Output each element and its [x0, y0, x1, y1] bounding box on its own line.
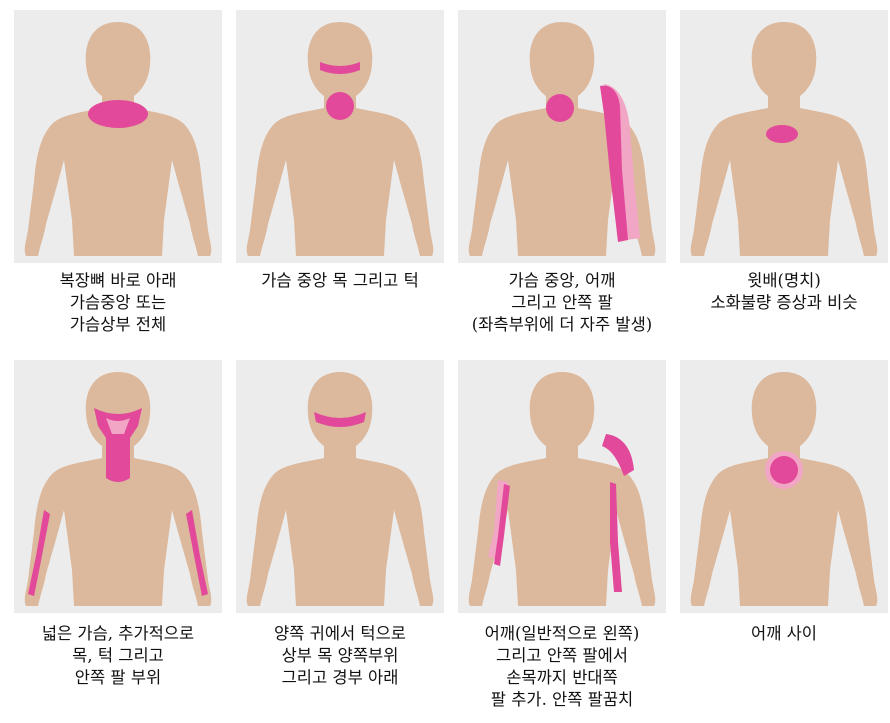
figure-8-caption: 어깨 사이 [673, 623, 890, 645]
caption-line: 가슴중앙 또는 [7, 292, 229, 314]
figure-7-diagram [458, 360, 666, 613]
body-silhouette [247, 372, 434, 606]
figure-5-caption: 넓은 가슴, 추가적으로 목, 턱 그리고 안쪽 팔 부위 [7, 623, 229, 689]
caption-line: (좌측부위에 더 자주 발생) [451, 314, 673, 336]
pain-area-below-sternum [88, 100, 148, 128]
figure-4-caption: 윗배(명치) 소화불량 증상과 비슷 [673, 270, 890, 314]
figure-5-panel [14, 360, 222, 613]
caption-line: 어깨 사이 [673, 623, 890, 645]
caption-line: 목, 턱 그리고 [7, 645, 229, 667]
caption-line: 복장뼈 바로 아래 [7, 270, 229, 292]
figure-6-panel [236, 360, 444, 613]
caption-line: 그리고 안쪽 팔에서 [451, 645, 673, 667]
pain-area-between-shoulders [770, 456, 798, 484]
caption-line: 팔 추가. 안쪽 팔꿈치 [451, 689, 673, 711]
figure-3-caption: 가슴 중앙, 어깨 그리고 안쪽 팔 (좌측부위에 더 자주 발생) [451, 270, 673, 336]
figure-1-caption: 복장뼈 바로 아래 가슴중앙 또는 가슴상부 전체 [7, 270, 229, 336]
figure-2-diagram [236, 10, 444, 263]
caption-line: 손목까지 반대쪽 [451, 667, 673, 689]
figure-3-diagram [458, 10, 666, 263]
caption-line: 상부 목 양쪽부위 [229, 645, 451, 667]
caption-line: 양쪽 귀에서 턱으로 [229, 623, 451, 645]
figure-5-diagram [14, 360, 222, 613]
figure-8-diagram [680, 360, 888, 613]
caption-line: 가슴 중앙, 어깨 [451, 270, 673, 292]
pain-area-center-chest [546, 94, 574, 122]
caption-line: 안쪽 팔 부위 [7, 667, 229, 689]
caption-line: 가슴 중앙 목 그리고 턱 [229, 270, 451, 292]
body-silhouette [25, 22, 212, 256]
figure-6-diagram [236, 360, 444, 613]
figure-4-panel [680, 10, 888, 263]
caption-line: 가슴상부 전체 [7, 314, 229, 336]
figure-1-panel [14, 10, 222, 263]
caption-line: 넓은 가슴, 추가적으로 [7, 623, 229, 645]
figure-8-panel [680, 360, 888, 613]
figure-3-panel [458, 10, 666, 263]
figure-2-panel [236, 10, 444, 263]
pain-area-center-chest [326, 92, 354, 120]
figure-4-diagram [680, 10, 888, 263]
figure-2-caption: 가슴 중앙 목 그리고 턱 [229, 270, 451, 292]
caption-line: 그리고 경부 아래 [229, 667, 451, 689]
caption-line: 그리고 안쪽 팔 [451, 292, 673, 314]
figure-7-panel [458, 360, 666, 613]
body-silhouette [469, 372, 656, 606]
body-silhouette [247, 22, 434, 256]
caption-line: 어깨(일반적으로 왼쪽) [451, 623, 673, 645]
caption-line: 윗배(명치) [673, 270, 890, 292]
figure-1-diagram [14, 10, 222, 263]
figure-7-caption: 어깨(일반적으로 왼쪽) 그리고 안쪽 팔에서 손목까지 반대쪽 팔 추가. 안… [451, 623, 673, 711]
pain-area-upper-abdomen [766, 125, 798, 143]
caption-line: 소화불량 증상과 비슷 [673, 292, 890, 314]
figure-6-caption: 양쪽 귀에서 턱으로 상부 목 양쪽부위 그리고 경부 아래 [229, 623, 451, 689]
body-silhouette [25, 372, 212, 606]
